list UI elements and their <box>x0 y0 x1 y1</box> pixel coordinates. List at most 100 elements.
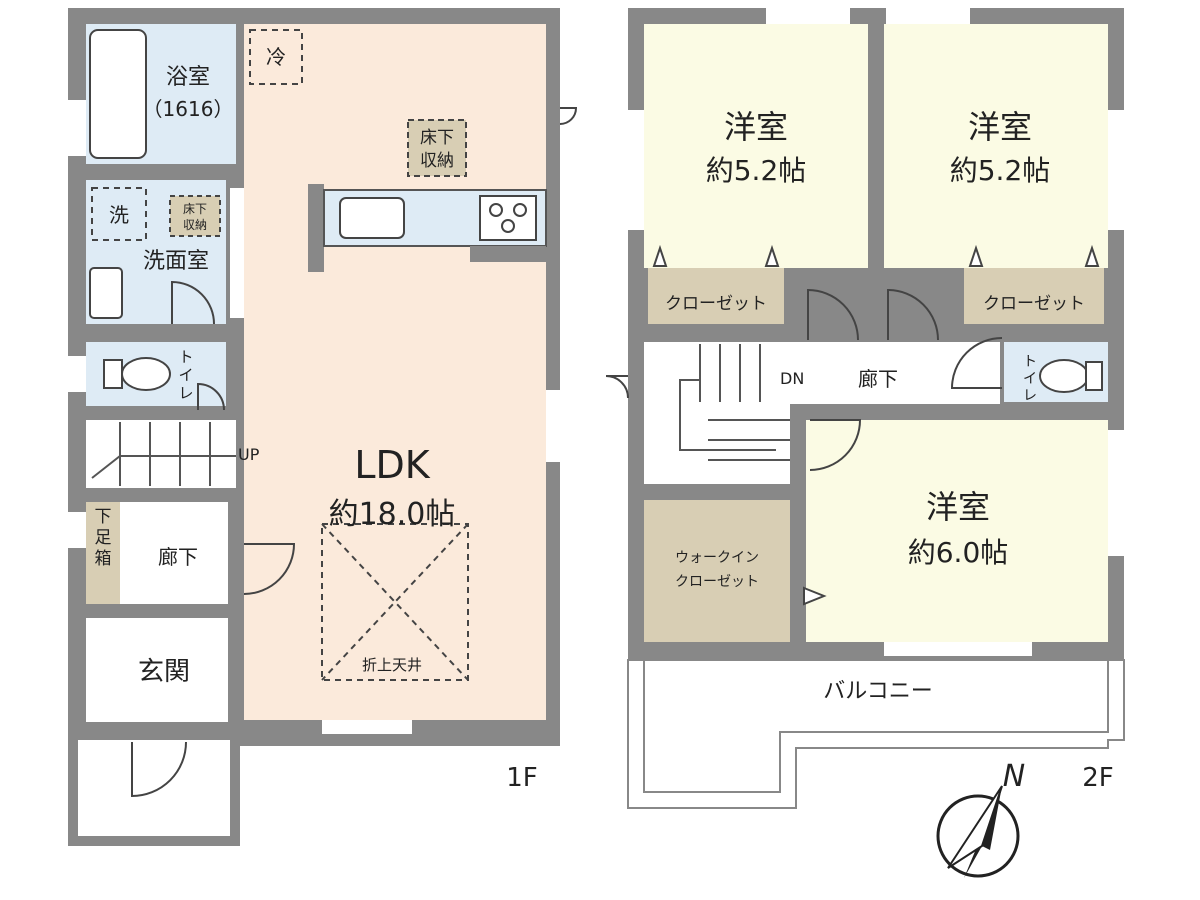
toilet-1f-char-3: レ <box>178 384 193 402</box>
window-nw-west <box>628 110 644 230</box>
closet-nw-label: クローゼット <box>665 294 767 314</box>
walk-in-closet-label-1: ウォークイン <box>675 550 759 566</box>
shoe-box-char-3: 箱 <box>95 549 112 569</box>
ceiling-note: 折上天井 <box>362 656 422 674</box>
door-room-s[interactable] <box>809 419 862 471</box>
room-nw-area <box>644 24 868 268</box>
kitchen-partition <box>470 246 546 262</box>
shoe-box-char-1: 下 <box>95 507 112 527</box>
window-hall-west <box>68 512 86 548</box>
first-floor-plan: 浴室 （1616） 冷 床下 収納 洗 床下 収納 洗面室 ト イ レ UP 下… <box>68 8 578 846</box>
hallway-2f-name: 廊下 <box>858 367 898 391</box>
ldk-name: LDK <box>354 443 430 487</box>
room-s-area <box>806 420 1108 642</box>
bathroom-name: 浴室 <box>166 65 210 90</box>
entrance-porch <box>78 740 230 836</box>
kitchen-counter-back <box>308 184 324 272</box>
window-bath-west <box>68 100 86 156</box>
compass-arrow-tail-icon <box>947 785 1003 869</box>
door-washroom[interactable] <box>171 280 215 325</box>
washer-space <box>91 187 147 241</box>
room-nw-name: 洋室 <box>724 108 788 146</box>
underfloor-storage-ldk-box <box>407 119 467 177</box>
stairs-2f-treads <box>679 344 790 461</box>
toilet-2f-char-1: ト <box>1023 354 1037 370</box>
walk-in-closet-area <box>644 500 790 642</box>
hallway-1f-name: 廊下 <box>158 545 198 569</box>
door-hallway-ldk[interactable] <box>243 543 296 595</box>
stairs-2f-area <box>644 404 790 484</box>
closet-ne-area <box>964 268 1104 324</box>
shoe-box-char-2: 足 <box>95 528 112 548</box>
compass-north-label: N <box>1003 759 1025 794</box>
window-s-south <box>884 642 1032 656</box>
closet-nw-doors[interactable] <box>652 244 780 267</box>
toilet-2f-char-3: レ <box>1023 388 1037 404</box>
window-ldk-east <box>546 390 560 462</box>
refrigerator-label: 冷 <box>266 45 286 69</box>
toilet-2f-tank <box>1085 361 1103 391</box>
compass-ring <box>936 794 1020 878</box>
door-toilet-2f[interactable] <box>950 337 1003 389</box>
stairs-1f-area <box>86 420 236 488</box>
ldk-area <box>244 24 546 720</box>
ldk-size: 約18.0帖 <box>329 497 456 532</box>
underfloor-storage-wash-2: 収納 <box>183 218 207 232</box>
walk-in-closet-label-2: クローゼット <box>675 574 759 590</box>
toilet-1f-tank <box>103 359 123 389</box>
room-s-size: 約6.0帖 <box>908 536 1009 569</box>
door-ldk-east[interactable] <box>559 107 578 125</box>
shoe-box-area <box>86 502 120 604</box>
folded-ceiling-outline <box>321 523 469 681</box>
entrance-area <box>86 618 228 722</box>
toilet-1f-char-1: ト <box>178 348 193 366</box>
kitchen-sink <box>339 197 405 239</box>
door-entrance[interactable] <box>131 741 187 798</box>
room-ne-area <box>884 24 1108 268</box>
window-nw-north <box>766 8 850 24</box>
door-walk-in-closet[interactable] <box>803 586 827 606</box>
underfloor-storage-wash-box <box>169 195 221 237</box>
window-ldk-south <box>322 720 412 734</box>
door-toilet-1f[interactable] <box>197 382 225 411</box>
washroom-name: 洗面室 <box>143 249 209 274</box>
closet-ne-label: クローゼット <box>983 294 1085 314</box>
toilet-2f-bowl <box>1039 359 1089 393</box>
door-2f-west[interactable] <box>605 375 629 399</box>
room-nw-size: 約5.2帖 <box>706 154 807 187</box>
cooktop <box>479 195 537 241</box>
north-compass: N <box>936 759 1025 878</box>
door-room-nw[interactable] <box>807 288 859 341</box>
balcony-inner <box>643 660 1109 793</box>
entrance-name: 玄関 <box>138 657 190 687</box>
stairs-2f-dn-label: DN <box>780 369 804 388</box>
room-ne-name: 洋室 <box>968 108 1032 146</box>
burner-2 <box>513 203 527 217</box>
stairs-1f-up-label: UP <box>238 445 260 464</box>
floor-label-1f: 1F <box>506 763 538 793</box>
window-ne-north <box>886 8 970 24</box>
underfloor-storage-wash-1: 床下 <box>183 202 207 216</box>
hallway-2f-area <box>644 342 1000 404</box>
stairs-1f-treads <box>91 422 236 486</box>
door-room-ne[interactable] <box>887 288 939 341</box>
burner-1 <box>489 203 503 217</box>
folded-ceiling-diagonal-2 <box>321 523 469 681</box>
underfloor-storage-ldk-2: 収納 <box>420 151 454 171</box>
second-floor-plan: 洋室 約5.2帖 クローゼット 洋室 約5.2帖 クローゼット DN 廊下 ト … <box>605 8 1125 809</box>
floor-label-2f: 2F <box>1082 763 1114 793</box>
closet-nw-area <box>648 268 784 324</box>
underfloor-storage-ldk-1: 床下 <box>420 128 454 148</box>
folded-ceiling-diagonal-1 <box>321 523 469 681</box>
wash-basin <box>89 267 123 319</box>
burner-3 <box>501 219 515 233</box>
washer-label: 洗 <box>109 203 129 227</box>
room-ne-size: 約5.2帖 <box>950 154 1051 187</box>
balcony-name: バルコニー <box>823 679 933 704</box>
washroom-door-gap <box>230 188 244 318</box>
bathtub <box>89 29 147 159</box>
closet-ne-doors[interactable] <box>968 244 1100 267</box>
toilet-1f-char-2: イ <box>178 366 193 384</box>
window-ne-east <box>1108 110 1124 230</box>
